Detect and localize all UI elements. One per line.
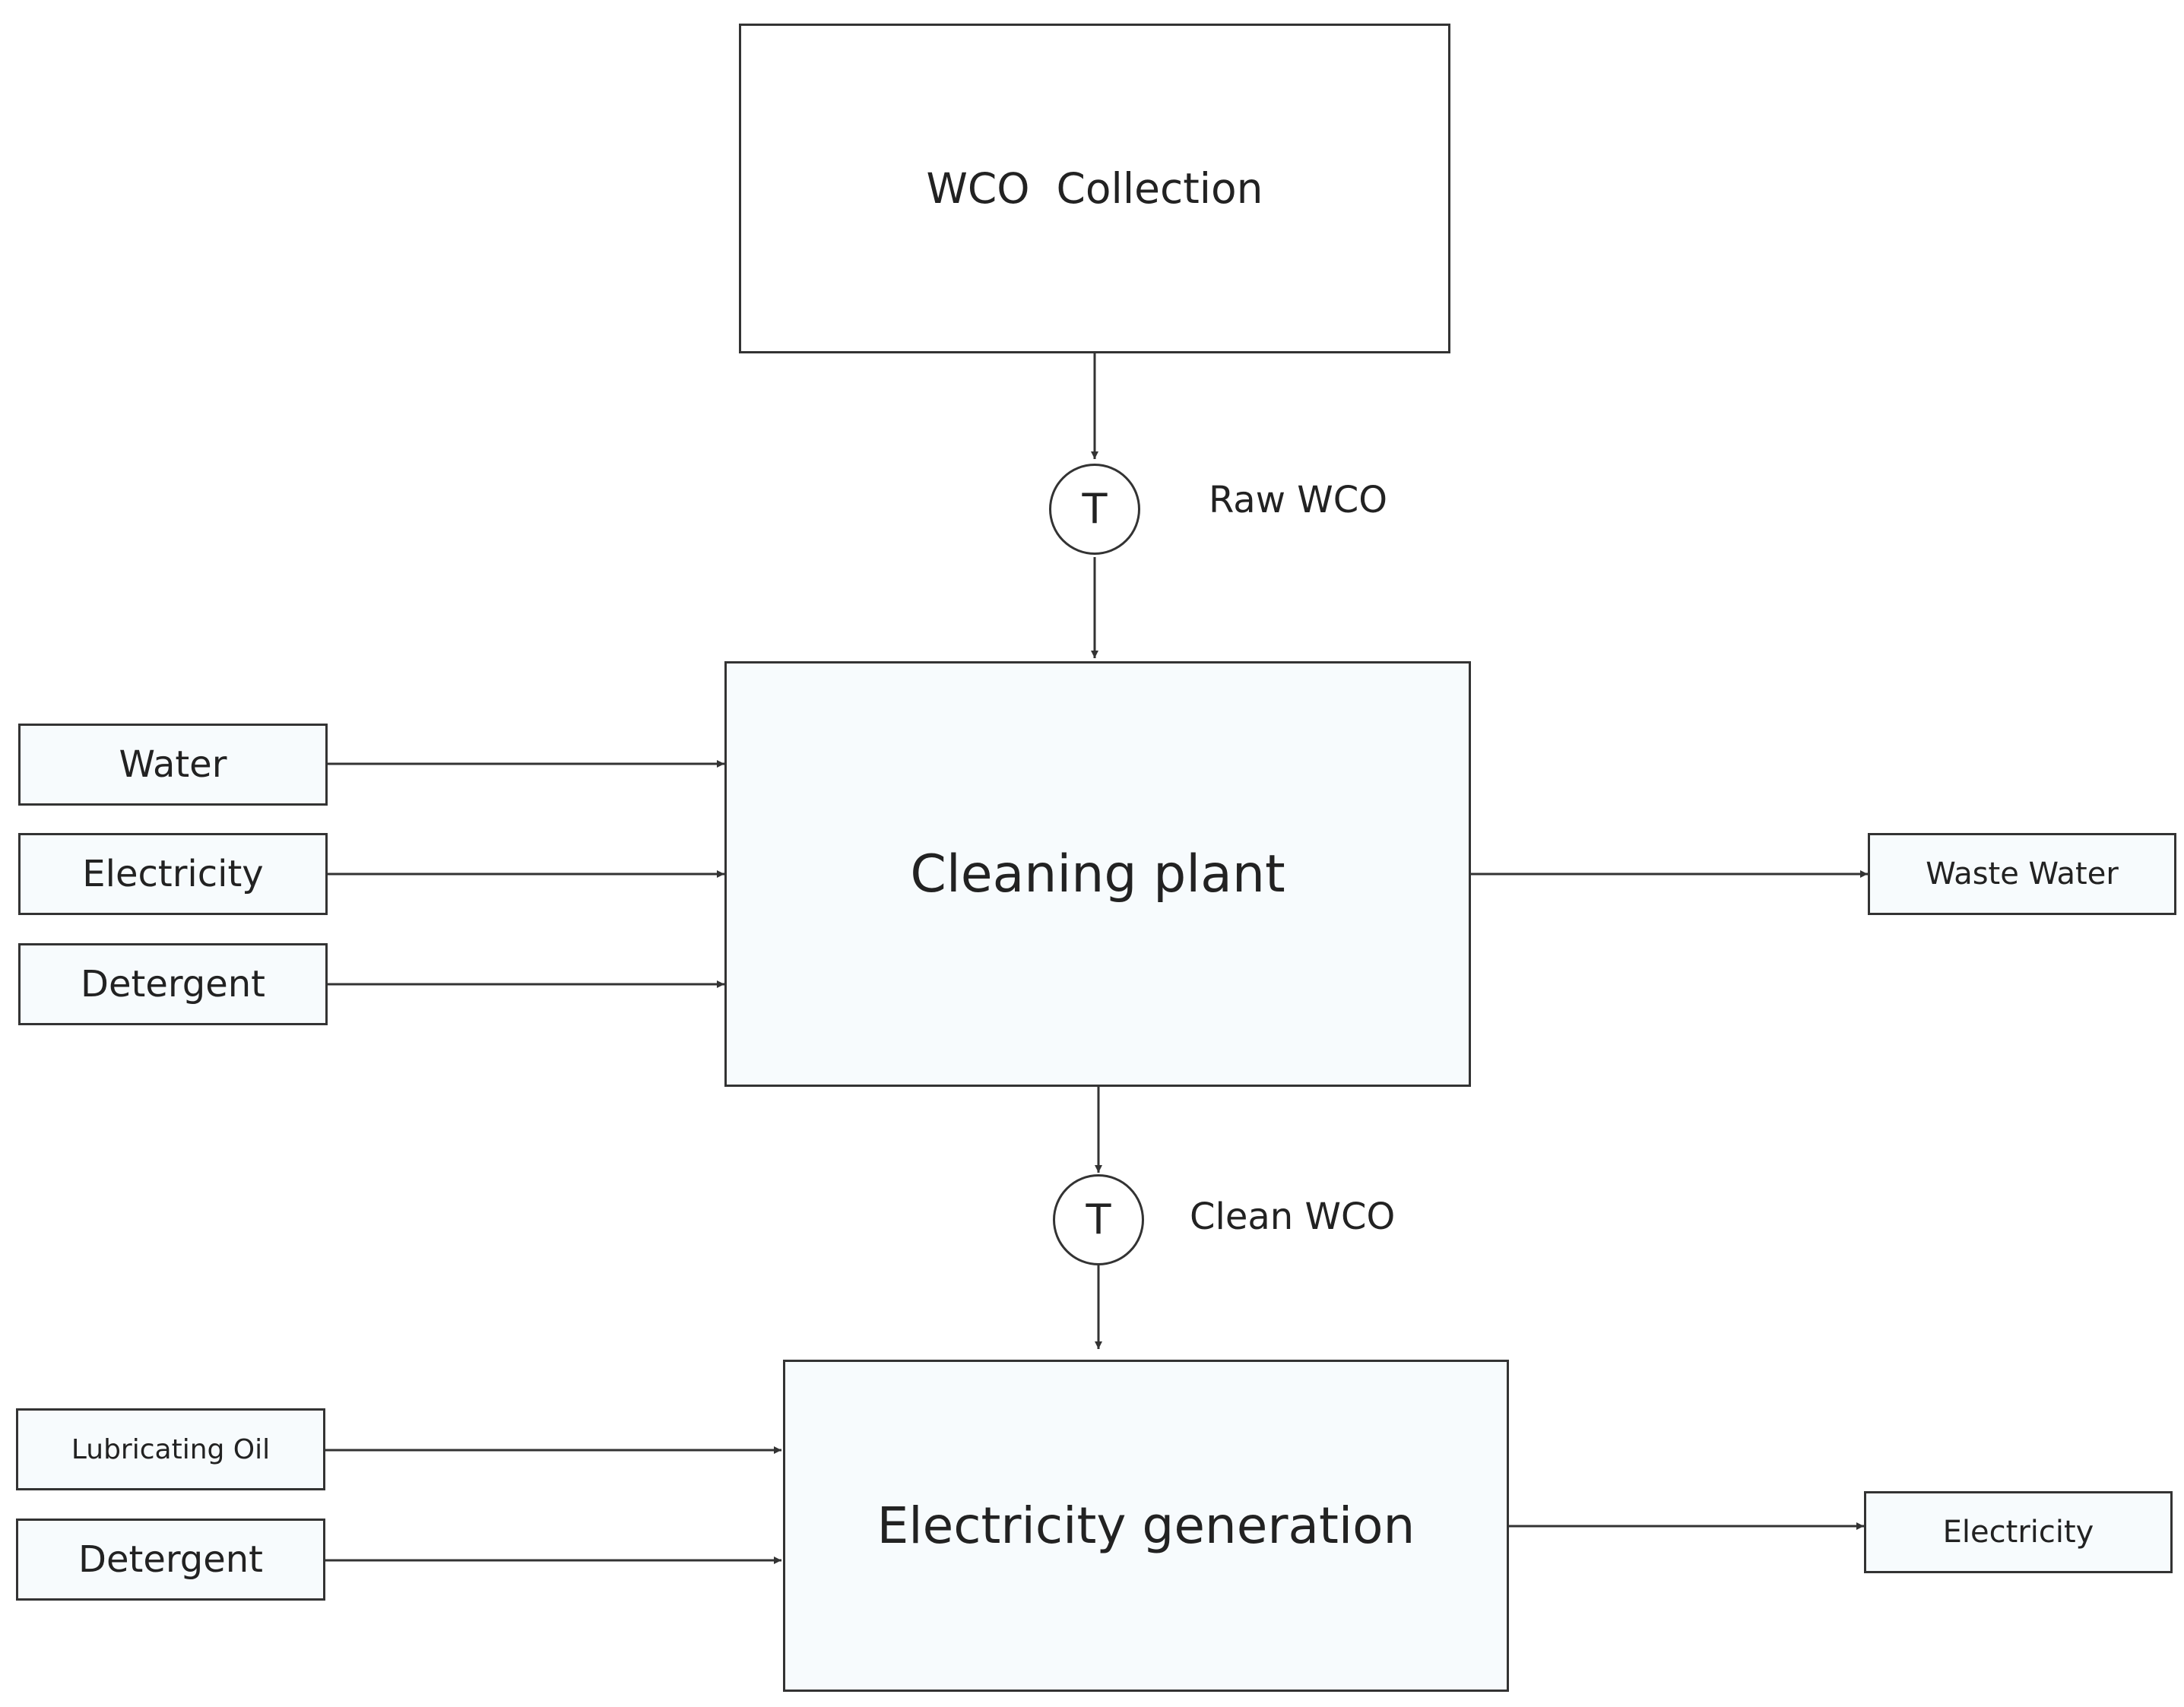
- transport-raw-node: T: [1049, 464, 1140, 555]
- electricity-generation-box: Electricity generation: [783, 1360, 1509, 1692]
- input-water-box: Water: [18, 724, 328, 806]
- wco-collection-label: WCO Collection: [926, 164, 1263, 213]
- output-electricity-box: Electricity: [1864, 1491, 2173, 1573]
- input-electricity-box: Electricity: [18, 833, 328, 915]
- clean-wco-label: Clean WCO: [1190, 1196, 1396, 1238]
- electricity-generation-label: Electricity generation: [876, 1496, 1415, 1555]
- output-waste-water-box: Waste Water: [1868, 833, 2176, 915]
- input-water-label: Water: [119, 743, 227, 786]
- wco-collection-box: WCO Collection: [739, 24, 1450, 353]
- cleaning-plant-label: Cleaning plant: [910, 844, 1285, 904]
- output-electricity-label: Electricity: [1942, 1515, 2094, 1550]
- input-detergent-box: Detergent: [18, 943, 328, 1025]
- input-electricity-label: Electricity: [82, 853, 264, 895]
- raw-wco-label: Raw WCO: [1209, 479, 1387, 521]
- input-detergent-generation-label: Detergent: [78, 1538, 263, 1581]
- cleaning-plant-box: Cleaning plant: [724, 661, 1471, 1087]
- input-lubricating-oil-label: Lubricating Oil: [71, 1433, 271, 1465]
- output-waste-water-label: Waste Water: [1926, 857, 2119, 892]
- transport-clean-node: T: [1053, 1174, 1144, 1265]
- transport-clean-symbol: T: [1086, 1196, 1111, 1243]
- input-detergent-generation-box: Detergent: [16, 1519, 325, 1601]
- input-detergent-label: Detergent: [81, 963, 265, 1006]
- input-lubricating-oil-box: Lubricating Oil: [16, 1408, 325, 1490]
- transport-raw-symbol: T: [1082, 485, 1108, 533]
